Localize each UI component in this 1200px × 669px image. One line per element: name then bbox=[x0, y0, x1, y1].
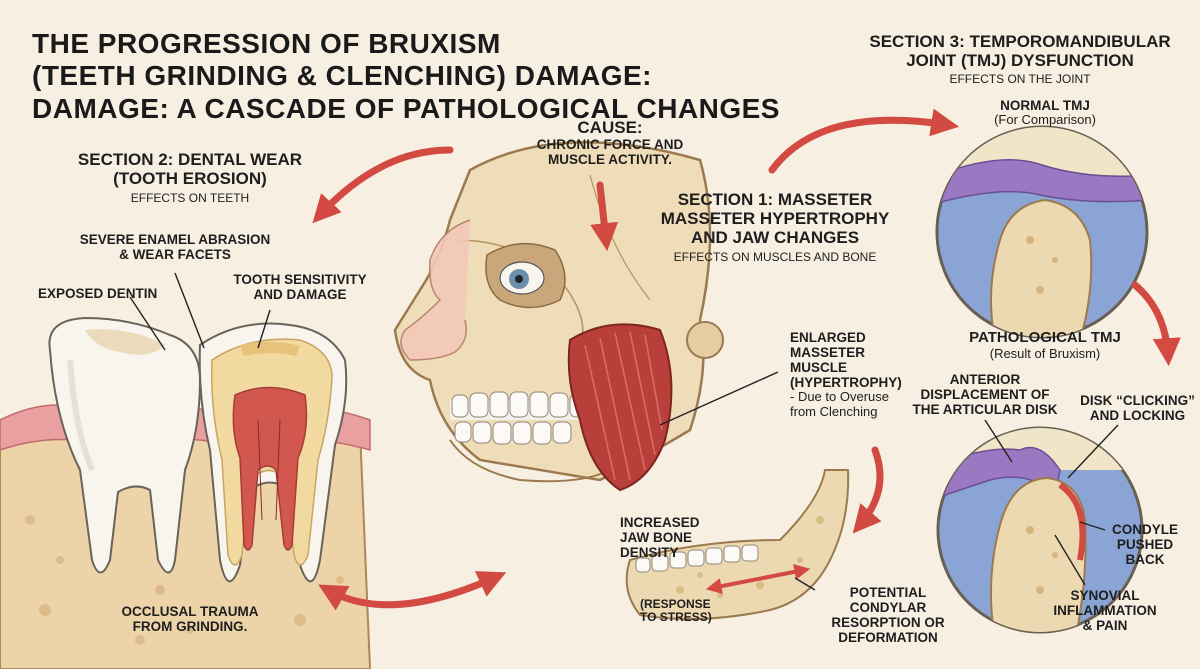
condylar-label: POTENTIAL CONDYLAR RESORPTION OR DEFORMA… bbox=[818, 585, 958, 645]
section1-heading: SECTION 1: MASSETER MASSETER HYPERTROPHY… bbox=[640, 190, 910, 265]
section1-subtitle: EFFECTS ON MUSCLES AND BONE bbox=[673, 250, 877, 265]
cause-label: CAUSE: CHRONIC FORCE AND MUSCLE ACTIVITY… bbox=[490, 118, 730, 167]
section1-heading-line-3: AND JAW CHANGES bbox=[690, 228, 860, 248]
cause-text-line-1: CHRONIC FORCE AND bbox=[536, 137, 684, 153]
condyle-pushed-label: CONDYLE PUSHED BACK bbox=[1105, 522, 1185, 567]
density-line-1: INCREASED bbox=[620, 515, 700, 530]
pathological-tmj-label: PATHOLOGICAL TMJ (Result of Bruxism) bbox=[940, 329, 1150, 361]
page-title: THE PROGRESSION OF BRUXISM (TEETH GRINDI… bbox=[32, 28, 780, 125]
condylar-line-2: CONDYLAR bbox=[849, 600, 927, 616]
stress-line-2: TO STRESS) bbox=[640, 610, 712, 625]
normal-tmj-heading: NORMAL TMJ bbox=[1000, 98, 1090, 113]
disk-line-3: THE ARTICULAR DISK bbox=[912, 402, 1058, 418]
mandible-illustration bbox=[625, 469, 850, 620]
masseter-line-5: - Due to Overuse bbox=[790, 389, 889, 405]
section1-heading-line-1: SECTION 1: MASSETER bbox=[677, 190, 873, 209]
cause-text-line-2: MUSCLE ACTIVITY. bbox=[547, 152, 672, 168]
click-line-2: AND LOCKING bbox=[1089, 408, 1186, 424]
masseter-line-4: (HYPERTROPHY) bbox=[790, 375, 902, 391]
bone-density-label: INCREASED JAW BONE DENSITY bbox=[620, 515, 740, 560]
enamel-line-2: & WEAR FACETS bbox=[119, 247, 231, 263]
section1-heading-line-2: MASSETER HYPERTROPHY bbox=[660, 209, 890, 229]
condyle-line-2: PUSHED bbox=[1116, 537, 1174, 553]
section3-heading-line-1: SECTION 3: TEMPOROMANDIBULAR bbox=[869, 32, 1171, 51]
section2-subtitle: EFFECTS ON TEETH bbox=[130, 191, 250, 206]
section3-heading-line-2: JOINT (TMJ) DYSFUNCTION bbox=[906, 51, 1134, 71]
tmj-normal-circle bbox=[935, 125, 1149, 339]
teeth-illustration bbox=[0, 272, 372, 669]
disk-clicking-label: DISK “CLICKING” AND LOCKING bbox=[1075, 393, 1200, 423]
tooth-sensitivity-label: TOOTH SENSITIVITY AND DAMAGE bbox=[220, 272, 380, 302]
cause-heading: CAUSE: bbox=[577, 118, 643, 137]
condyle-line-1: CONDYLE bbox=[1111, 522, 1178, 537]
masseter-line-2: MASSETER bbox=[790, 345, 866, 361]
enamel-abrasion-label: SEVERE ENAMEL ABRASION & WEAR FACETS bbox=[60, 232, 290, 262]
masseter-line-3: MUSCLE bbox=[790, 360, 847, 376]
enamel-line-1: SEVERE ENAMEL ABRASION bbox=[79, 232, 271, 247]
condylar-line-3: RESORPTION OR bbox=[831, 615, 945, 631]
stress-line-1: (RESPONSE bbox=[640, 597, 711, 611]
sensitivity-line-1: TOOTH SENSITIVITY bbox=[233, 272, 367, 287]
condyle-line-3: BACK bbox=[1125, 552, 1165, 568]
flow-arrows bbox=[312, 108, 1181, 611]
disk-displacement-label: ANTERIOR DISPLACEMENT OF THE ARTICULAR D… bbox=[905, 372, 1065, 417]
normal-tmj-label: NORMAL TMJ (For Comparison) bbox=[960, 98, 1130, 128]
density-line-3: DENSITY bbox=[620, 545, 679, 561]
path-tmj-sub: (Result of Bruxism) bbox=[989, 345, 1101, 361]
skull-illustration bbox=[393, 140, 779, 492]
section3-heading: SECTION 3: TEMPOROMANDIBULAR JOINT (TMJ)… bbox=[855, 32, 1185, 87]
density-line-2: JAW BONE bbox=[620, 530, 693, 546]
stress-response-label: (RESPONSE TO STRESS) bbox=[640, 597, 750, 625]
synovial-label: SYNOVIAL INFLAMMATION & PAIN bbox=[1035, 588, 1175, 633]
click-line-1: DISK “CLICKING” bbox=[1080, 393, 1195, 408]
synovial-line-2: INFLAMMATION bbox=[1053, 603, 1157, 619]
disk-line-2: DISPLACEMENT OF bbox=[920, 387, 1050, 403]
exposed-dentin-label: EXPOSED DENTIN bbox=[38, 286, 158, 301]
disk-line-1: ANTERIOR bbox=[949, 372, 1021, 387]
tmj-pathological-circle bbox=[936, 419, 1144, 634]
synovial-line-3: & PAIN bbox=[1082, 618, 1128, 634]
section2-heading: SECTION 2: DENTAL WEAR (TOOTH EROSION) E… bbox=[40, 150, 340, 206]
title-line-2: (TEETH GRINDING & CLENCHING) DAMAGE: bbox=[32, 60, 652, 92]
masseter-label: ENLARGED MASSETER MUSCLE (HYPERTROPHY) -… bbox=[790, 330, 930, 420]
section2-heading-line-2: (TOOTH EROSION) bbox=[113, 169, 267, 189]
trauma-line-2: FROM GRINDING. bbox=[132, 619, 248, 635]
normal-tmj-sub: (For Comparison) bbox=[994, 112, 1096, 128]
path-tmj-heading: PATHOLOGICAL TMJ bbox=[969, 329, 1121, 346]
title-line-1: THE PROGRESSION OF BRUXISM bbox=[32, 28, 501, 59]
synovial-line-1: SYNOVIAL bbox=[1070, 588, 1140, 603]
section2-heading-line-1: SECTION 2: DENTAL WEAR bbox=[77, 150, 303, 169]
title-line-3: DAMAGE: A CASCADE OF PATHOLOGICAL CHANGE… bbox=[32, 92, 780, 124]
condylar-line-4: DEFORMATION bbox=[838, 630, 938, 646]
masseter-line-6: from Clenching bbox=[790, 403, 878, 419]
section3-subtitle: EFFECTS ON THE JOINT bbox=[949, 72, 1091, 87]
occlusal-trauma-label: OCCLUSAL TRAUMA FROM GRINDING. bbox=[90, 604, 290, 634]
condylar-line-1: POTENTIAL bbox=[849, 585, 927, 600]
sensitivity-line-2: AND DAMAGE bbox=[253, 287, 347, 303]
masseter-line-1: ENLARGED bbox=[790, 330, 866, 345]
trauma-line-1: OCCLUSAL TRAUMA bbox=[121, 604, 259, 619]
